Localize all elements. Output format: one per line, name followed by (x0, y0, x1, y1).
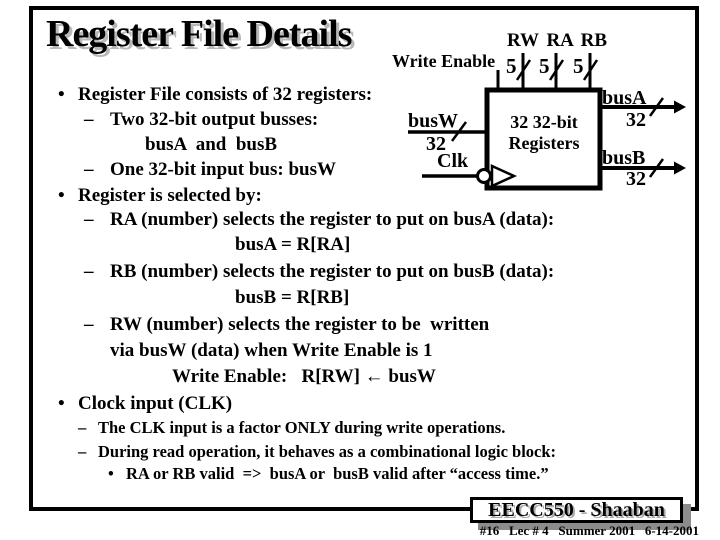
bullet-line: –RW (number) selects the register to be … (0, 314, 710, 340)
bullet-line: –The CLK input is a factor ONLY during w… (0, 418, 710, 444)
ra-width-slash (548, 59, 565, 81)
busa-arrowhead (674, 100, 686, 114)
busa-width-label: 32 (626, 109, 646, 131)
busw-width-label: 32 (426, 133, 446, 155)
bullet-line: • Clock input (CLK) (0, 393, 710, 419)
bullet-marker: • (108, 464, 114, 483)
register-file-diagram (408, 53, 686, 191)
bullet-line: • Register is selected by: (0, 185, 710, 211)
equation-text: Write Enable: R[RW] ← busW (172, 366, 436, 387)
busb-width-label: 32 (626, 168, 646, 190)
bullet-text: Register is selected by: (78, 185, 262, 206)
bullet-line: • Register File consists of 32 registers: (0, 84, 710, 110)
clk-label: Clk (437, 150, 469, 172)
bullet-marker: – (84, 159, 94, 180)
bullet-continuation: via busW (data) when Write Enable is 1 (0, 340, 710, 366)
rw-ra-rb-ports-label: RW RA RB (507, 30, 607, 51)
bullet-marker: • (58, 84, 65, 105)
bullet-line: –RB (number) selects the register to put… (0, 261, 710, 287)
clock-edge-triangle (490, 164, 518, 188)
bullet-text: RW (number) selects the register to be w… (110, 314, 490, 335)
bullet-text: via busW (data) when Write Enable is 1 (110, 340, 433, 361)
equation-line: busA = R[RA] (0, 234, 710, 260)
bullet-marker: • (58, 393, 65, 414)
bullet-text: Register File consists of 32 registers: (78, 84, 373, 105)
course-credit-box: EECC550 - Shaaban (470, 497, 683, 523)
bullet-marker: – (78, 442, 87, 461)
bullet-marker: – (84, 314, 94, 335)
bullet-marker: – (84, 261, 94, 282)
bullet-line: busA and busB (0, 134, 710, 160)
bullet-text: One 32-bit input bus: busW (110, 159, 336, 180)
page-title: Register File Details (46, 13, 352, 55)
bullet-text: The CLK input is a factor ONLY during wr… (98, 418, 506, 437)
rb-width-slash (582, 59, 599, 81)
course-credit-text: EECC550 - Shaaban (488, 499, 665, 521)
bullet-line: • RA or RB valid => busA or busB valid af… (0, 464, 710, 490)
busa-width-slash (648, 97, 665, 117)
busw-label: busW (408, 110, 459, 132)
bullet-text: RA (number) selects the register to put … (110, 209, 555, 230)
busb-arrowhead (674, 161, 686, 175)
bullet-text: Clock input (CLK) (78, 393, 233, 414)
bullet-line: –RA (number) selects the register to put… (0, 209, 710, 235)
bullet-text: RB (number) selects the register to put … (110, 261, 555, 282)
bullet-text: busA and busB (145, 134, 278, 155)
bullet-marker: – (78, 418, 87, 437)
bullet-line: –During read operation, it behaves as a … (0, 442, 710, 468)
rb-bus-width-label: 5 (573, 54, 584, 78)
lecture-meta-text: #16 Lec # 4 Summer 2001 6-14-2001 (479, 523, 699, 538)
bullet-line: –One 32-bit input bus: busW (0, 159, 710, 185)
busa-label: busA (602, 87, 647, 109)
bullet-marker: – (84, 109, 94, 130)
busb-width-slash (648, 158, 665, 178)
bullet-text: RA or RB valid => busA or busB valid aft… (126, 464, 549, 483)
write-enable-label: Write Enable (392, 51, 496, 71)
rw-bus-width-label: 5 (506, 54, 517, 78)
equation-line: Write Enable: R[RW] ← busW (0, 366, 710, 392)
bullet-text: Two 32-bit output busses: (110, 109, 319, 130)
register-box-label: 32 32-bit Registers (508, 112, 580, 153)
bullet-line: –Two 32-bit output busses: (0, 109, 710, 135)
bullet-text: During read operation, it behaves as a c… (98, 442, 557, 461)
busw-width-slash (450, 121, 468, 142)
bullet-marker: • (58, 185, 65, 206)
equation-text: busA = R[RA] (235, 234, 351, 255)
equation-text: busB = R[RB] (235, 287, 350, 308)
bullet-marker: – (84, 209, 94, 230)
slide-frame-border (29, 6, 699, 511)
busb-label: busB (602, 147, 646, 169)
rw-width-slash (515, 59, 532, 81)
clock-inverter-bubble (476, 168, 492, 184)
ra-bus-width-label: 5 (539, 54, 550, 78)
equation-line: busB = R[RB] (0, 287, 710, 313)
